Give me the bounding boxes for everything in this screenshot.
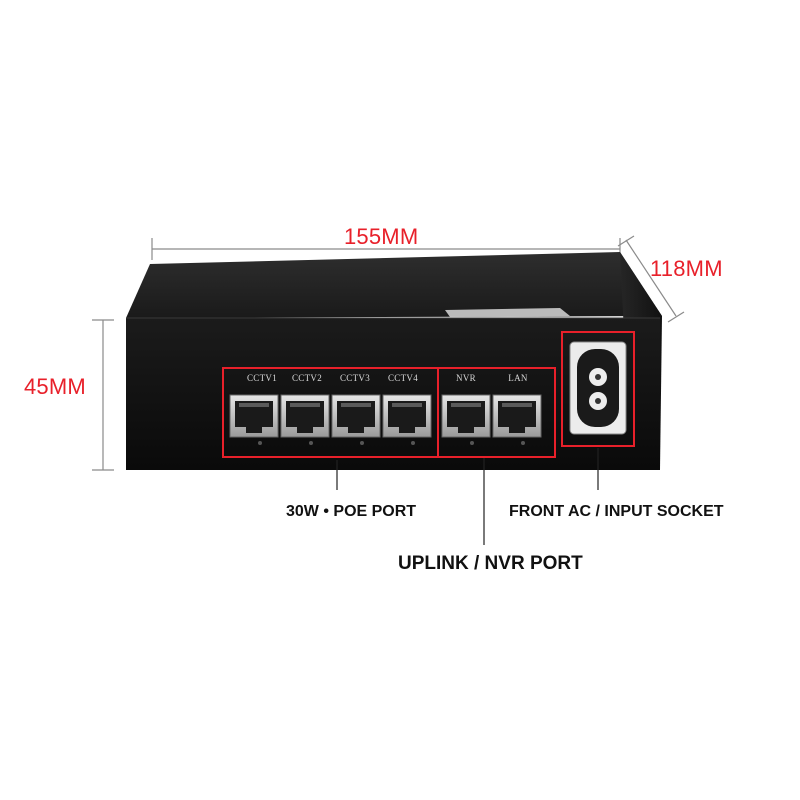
height-dimension-line: [92, 319, 114, 471]
rj45-port[interactable]: [229, 394, 279, 445]
top-reflection: [445, 308, 570, 317]
depth-dimension-line: [617, 235, 685, 323]
depth-dimension-label: 118MM: [650, 256, 723, 281]
port-label-lan: LAN: [508, 373, 528, 383]
rj45-port[interactable]: [331, 394, 381, 445]
ac-socket-highlight-box: [561, 331, 635, 447]
rj45-port[interactable]: [492, 394, 542, 445]
rj45-port[interactable]: [441, 394, 491, 445]
device-top-surface: [126, 252, 662, 318]
callout-leader-lines: [336, 448, 599, 545]
rj45-port[interactable]: [382, 394, 432, 445]
port-label-nvr: NVR: [456, 373, 476, 383]
port-label-cctv4: CCTV4: [387, 373, 419, 383]
uplink-port-callout: UPLINK / NVR PORT: [398, 553, 583, 574]
ac-socket-callout: FRONT AC / INPUT SOCKET: [509, 503, 724, 520]
port-label-cctv2: CCTV2: [291, 373, 323, 383]
poe-port-callout: 30W • POE PORT: [286, 503, 417, 520]
port-label-cctv3: CCTV3: [339, 373, 371, 383]
ac-socket-icon[interactable]: [569, 341, 627, 435]
uplink-port-highlight-box: [437, 367, 556, 458]
port-label-cctv1: CCTV1: [246, 373, 278, 383]
height-dimension-label: 45MM: [24, 374, 86, 399]
width-dimension-label: 155MM: [344, 224, 419, 249]
rj45-port[interactable]: [280, 394, 330, 445]
